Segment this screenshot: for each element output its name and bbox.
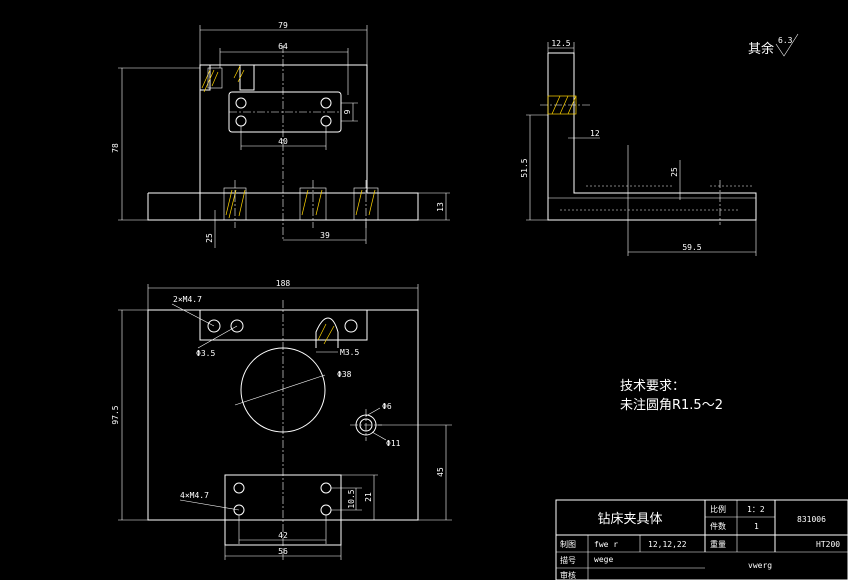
scale-label: 比例: [710, 504, 726, 514]
drawing-no: 831006: [797, 515, 826, 524]
dim-front-base-offset: 39: [320, 231, 330, 240]
roughness-value: 6.3: [778, 36, 793, 45]
pin-outer-label: Φ11: [386, 439, 401, 448]
dim-pad-pitch-v: 10.5: [347, 489, 356, 508]
dim-side-top-width: 12.5: [551, 39, 570, 48]
plan-view: 188 97.5 2×M4.7 Φ3.5 M3.5 Φ38 Φ6 Φ11 45 …: [111, 279, 452, 560]
design-name: wege: [594, 555, 613, 564]
hole-small-label: Φ3.5: [196, 349, 215, 358]
bore-label: Φ38: [337, 370, 352, 379]
check-label: 审核: [560, 570, 576, 580]
weight-label: 重量: [710, 539, 726, 549]
dim-front-width-outer: 79: [278, 21, 288, 30]
drawn-date: 12,12,22: [648, 540, 687, 549]
dim-front-hole-pitch: 40: [278, 137, 288, 146]
design-label: 描号: [560, 555, 576, 565]
dim-pad-pitch-h: 42: [278, 531, 288, 540]
front-view: 79 64 78 40 9 39 13 25: [111, 21, 450, 248]
qty-label: 件数: [710, 521, 726, 531]
dim-front-slot: 9: [343, 109, 352, 114]
part-name: 钻床夹具体: [597, 512, 662, 527]
scale-value: 1：2: [747, 505, 765, 514]
company: vwerg: [748, 561, 772, 570]
dim-pad-height: 21: [364, 492, 373, 502]
slot-width-label: M3.5: [340, 348, 359, 357]
material: HT200: [816, 540, 840, 549]
dim-pad-width: 56: [278, 547, 288, 556]
dim-front-base-height: 13: [436, 202, 445, 212]
dim-front-base-gap: 25: [205, 233, 214, 243]
dim-plan-width: 188: [276, 279, 291, 288]
technical-notes: 技术要求： 未注圆角R1.5～2: [620, 379, 723, 413]
dim-front-width-inner: 64: [278, 42, 288, 51]
holes-top-label: 2×M4.7: [173, 295, 202, 304]
roughness-label: 其余: [748, 41, 774, 57]
drawn-label: 制图: [560, 539, 576, 549]
dim-side-thickness: 12: [590, 129, 600, 138]
dim-side-height: 51.5: [520, 158, 529, 177]
dim-pin-height: 45: [436, 467, 445, 477]
notes-title: 技术要求：: [620, 379, 685, 394]
title-block: 钻床夹具体 比例 1：2 件数 1 831006 重量 HT200 制图 fwe…: [555, 499, 848, 580]
notes-line1: 未注圆角R1.5～2: [620, 398, 723, 413]
qty-value: 1: [754, 522, 759, 531]
dim-side-base-thickness: 25: [670, 167, 679, 177]
holes-bottom-label: 4×M4.7: [180, 491, 209, 500]
side-view: 12.5 12 51.5 25 59.5 其余 6.3: [520, 33, 799, 256]
dim-side-base-length: 59.5: [682, 243, 701, 252]
dim-front-height: 78: [111, 143, 120, 153]
drawn-name: fwe r: [594, 540, 618, 549]
dim-plan-height: 97.5: [111, 405, 120, 424]
pin-inner-label: Φ6: [382, 402, 392, 411]
